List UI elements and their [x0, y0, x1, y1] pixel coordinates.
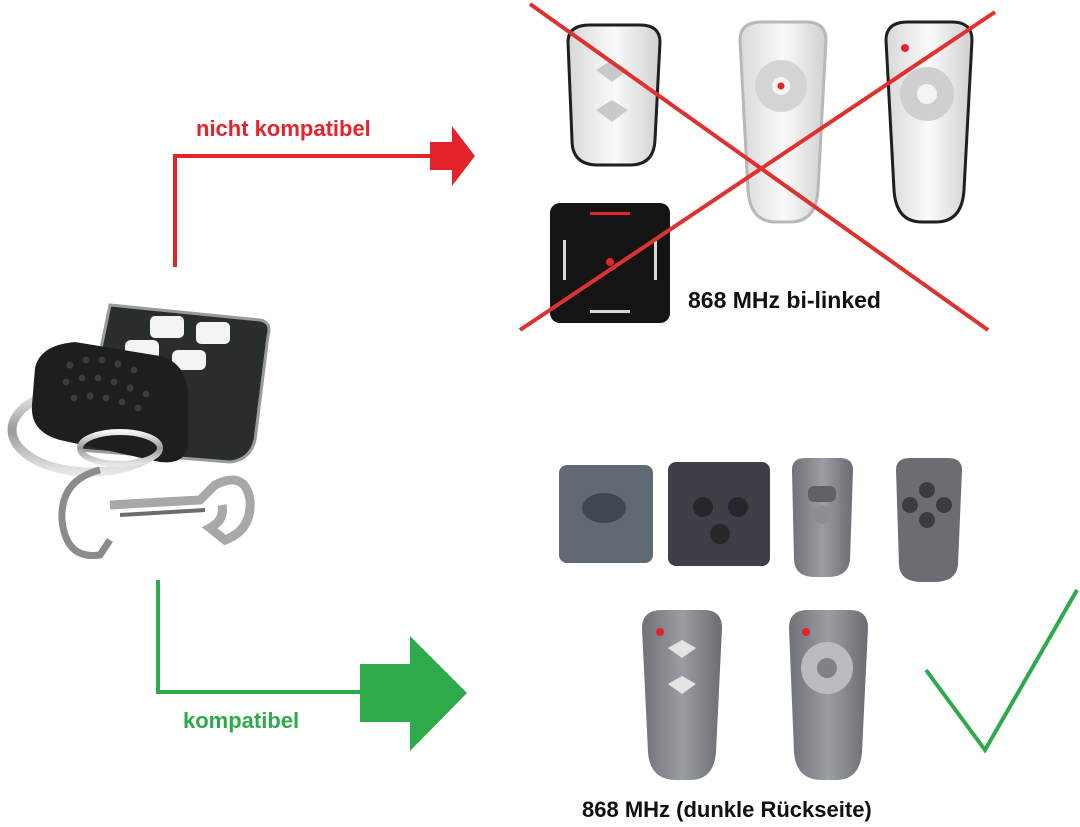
incompatible-remote-icon — [738, 20, 828, 224]
compatible-remote-icon — [668, 462, 770, 566]
incompatible-remote-icon — [550, 203, 670, 323]
incompatible-remote-icon — [566, 23, 662, 167]
compatible-remote-icon — [789, 610, 868, 780]
dark-back-caption: 868 MHz (dunkle Rückseite) — [582, 797, 872, 822]
compatible-remote-icon — [642, 610, 722, 780]
universal-remote-keyfob-icon — [7, 303, 271, 560]
incompatible-remote-icon — [884, 20, 974, 224]
compatible-label: kompatibel — [183, 708, 300, 733]
compatible-remote-icon — [792, 458, 853, 577]
bi-linked-caption: 868 MHz bi-linked — [688, 287, 881, 313]
compatible-arrow-icon — [156, 580, 467, 751]
cross-out-icon — [518, 2, 997, 332]
not-compatible-arrow-icon — [173, 126, 475, 267]
compatible-remote-icon — [559, 465, 653, 563]
compatible-remote-icon — [896, 458, 962, 582]
not-compatible-label: nicht kompatibel — [196, 116, 371, 141]
check-mark-icon — [924, 589, 1079, 754]
